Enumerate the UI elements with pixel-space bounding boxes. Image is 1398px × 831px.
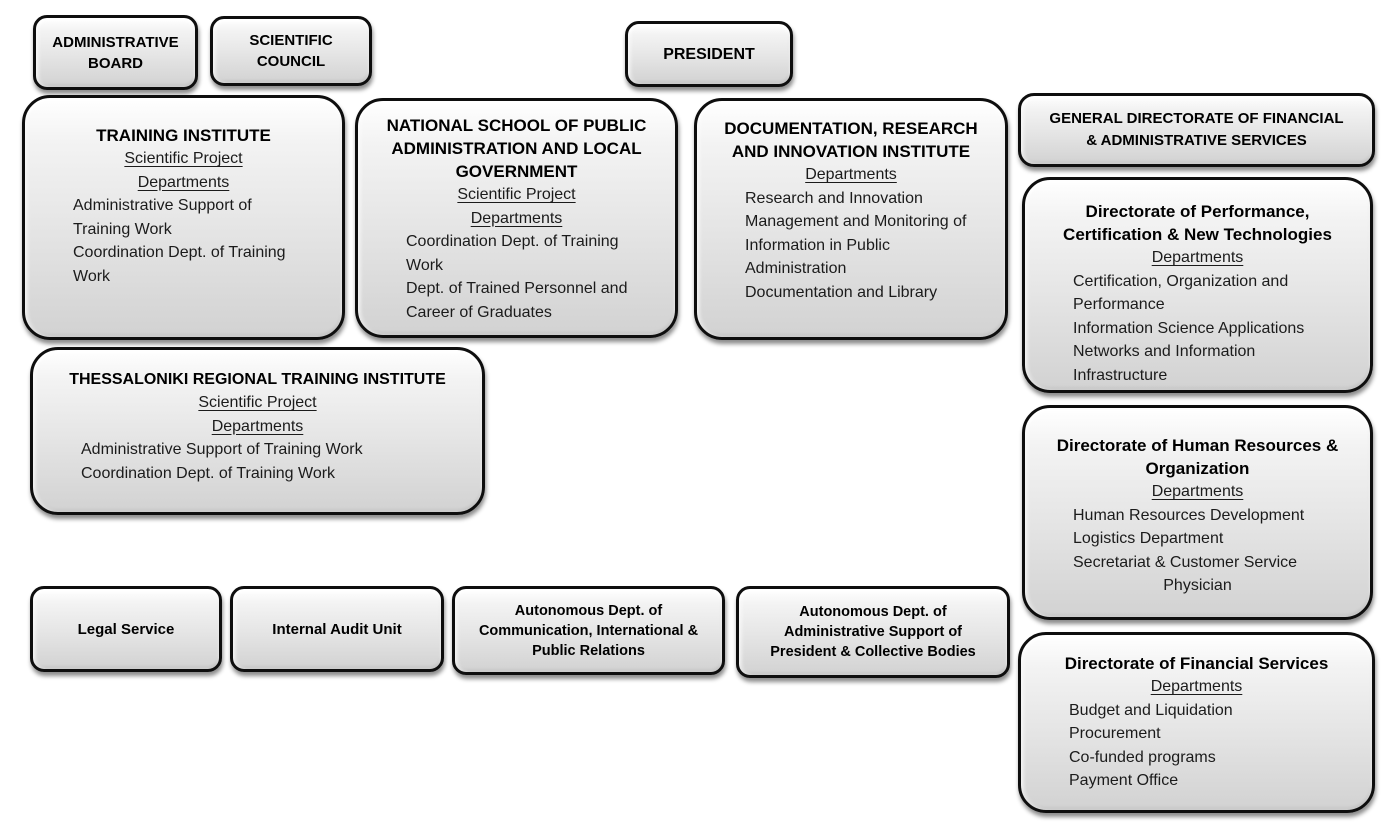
box-subheading: Departments (1151, 483, 1244, 500)
org-box-legal-service: Legal Service (30, 586, 222, 672)
department-item: Administrative Support of Training Work (81, 441, 363, 458)
department-item: Certification, Organization and Performa… (1073, 272, 1289, 314)
box-subheading: Departments (1151, 249, 1244, 266)
org-box-general-directorate: GENERAL DIRECTORATE OF FINANCIAL& ADMINI… (1018, 93, 1375, 167)
department-item: Payment Office (1069, 772, 1179, 789)
department-item: Logistics Department (1073, 530, 1224, 547)
box-subheading: Departments (137, 173, 230, 191)
department-item: Coordination Dept. of Training Work (406, 233, 619, 274)
box-title-internal-audit: Internal Audit Unit (272, 620, 402, 638)
department-item: Secretariat & Customer Service (1073, 553, 1298, 571)
department-item: Research and Innovation (745, 189, 923, 207)
box-title-dir-performance: Directorate of Performance,Certification… (1063, 202, 1332, 244)
box-subheading: Scientific Project (198, 394, 317, 411)
department-item: Coordination Dept. of Training Work (81, 464, 336, 482)
department-item: Management and Monitoring of Information… (745, 213, 967, 277)
box-title-thessaloniki: THESSALONIKI REGIONAL TRAINING INSTITUTE (69, 371, 446, 388)
box-title-training-institute: TRAINING INSTITUTE (96, 126, 271, 145)
box-subheading: Departments (470, 209, 563, 227)
department-item: Information Science Applications (1073, 319, 1305, 337)
box-subheading: Departments (211, 417, 304, 435)
box-title-president: PRESIDENT (663, 45, 755, 63)
box-title-legal-service: Legal Service (77, 620, 175, 638)
department-item: Administrative Support of Training Work (73, 197, 252, 238)
department-item: Dept. of Trained Personnel and Career of… (406, 280, 628, 321)
department-item: Budget and Liquidation (1069, 701, 1233, 719)
org-box-president: PRESIDENT (625, 21, 793, 87)
box-title-dir-hr: Directorate of Human Resources &Organiza… (1056, 436, 1339, 478)
department-item: Human Resources Development (1073, 506, 1305, 524)
department-item: Procurement (1069, 725, 1161, 742)
box-title-general-directorate: GENERAL DIRECTORATE OF FINANCIAL& ADMINI… (1049, 110, 1344, 149)
department-item: Co-funded programs (1069, 748, 1216, 766)
department-item: Documentation and Library (745, 283, 938, 301)
box-subheading: Departments (1150, 678, 1243, 695)
org-box-internal-audit: Internal Audit Unit (230, 586, 444, 672)
box-subheading: Scientific Project (457, 186, 576, 203)
department-item: Networks and Information Infrastructure (1073, 343, 1256, 384)
box-subheading: Departments (805, 166, 897, 183)
department-item: Physician (1163, 577, 1232, 594)
org-box-thessaloniki: THESSALONIKI REGIONAL TRAINING INSTITUTE… (30, 347, 485, 515)
box-subheading: Scientific Project (124, 150, 243, 167)
org-box-dir-performance: Directorate of Performance,Certification… (1022, 177, 1373, 393)
department-item: Coordination Dept. of Training Work (73, 244, 286, 285)
org-box-dir-hr: Directorate of Human Resources &Organiza… (1022, 405, 1373, 620)
box-title-dir-financial: Directorate of Financial Services (1064, 654, 1329, 673)
